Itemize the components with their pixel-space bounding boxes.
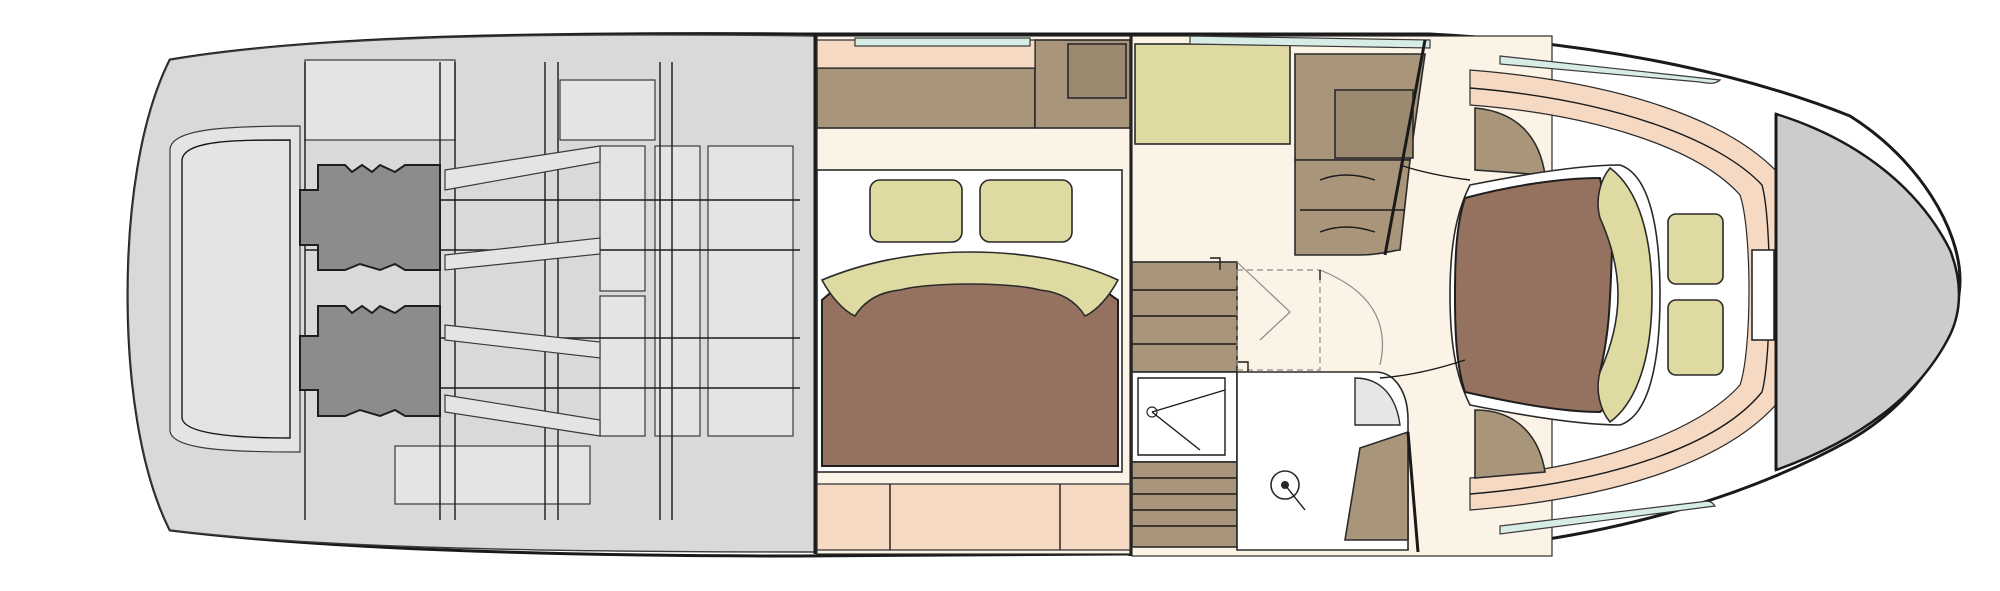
bathroom-floor — [1131, 461, 1238, 548]
galley-cabinet-inner — [1334, 89, 1414, 159]
engine-starboard — [299, 163, 441, 272]
forward-pillow-bottom — [1667, 299, 1724, 376]
companionway-stairs — [1131, 261, 1238, 373]
strut — [444, 145, 601, 191]
deck-panel — [304, 59, 456, 141]
bow-anchor-locker — [1774, 112, 1961, 472]
pillow-right — [979, 179, 1073, 243]
saloon-curve — [1379, 359, 1466, 379]
bed-cover — [820, 251, 1120, 318]
strut — [444, 237, 601, 271]
vip-bed-cover — [1597, 166, 1653, 424]
door-swing — [1236, 269, 1321, 371]
vip-bed-mattress — [1453, 176, 1614, 414]
stern-seat — [169, 125, 301, 453]
wardrobe-aft — [816, 67, 1036, 129]
partition-line — [1406, 431, 1420, 553]
door-handle — [1238, 361, 1249, 372]
galley-counter — [1134, 43, 1291, 145]
shower-tray — [1137, 377, 1226, 456]
shower-slope — [1151, 389, 1226, 413]
deck-panel — [599, 145, 646, 292]
deck-panel — [707, 145, 794, 437]
deck-panel — [394, 445, 591, 505]
forward-window — [1499, 500, 1717, 535]
wardrobe-top-inner — [1067, 43, 1127, 99]
shower-cubicle — [1131, 371, 1238, 463]
deck-panel — [654, 145, 701, 437]
toilet-pipe — [1284, 484, 1306, 511]
saloon-curve — [1399, 164, 1471, 181]
galley-window — [1189, 35, 1431, 49]
forward-side-cabinet — [1474, 409, 1546, 479]
pillow-left — [869, 179, 963, 243]
stern-seat-inner — [181, 139, 291, 439]
cabin-bottom-bench — [816, 483, 1131, 551]
window-aft — [854, 37, 1031, 47]
forward-pillow-top — [1667, 213, 1724, 285]
hull-center-strip — [1751, 249, 1775, 341]
strut — [444, 394, 601, 437]
door-swing-arc — [1236, 261, 1291, 341]
toilet-cabinet — [1344, 430, 1409, 541]
washbasin — [1354, 377, 1401, 426]
door-handle — [1210, 257, 1221, 270]
engine-port — [299, 304, 441, 418]
drawer-handle — [1319, 174, 1376, 181]
strut — [444, 324, 601, 359]
drawer-handle — [1319, 226, 1376, 233]
door-swing-arc — [1319, 269, 1384, 366]
deck-panel — [559, 79, 656, 141]
partition-line — [1383, 39, 1427, 256]
deck-panel — [599, 295, 646, 437]
forward-window — [1499, 55, 1722, 84]
shower-slope — [1151, 411, 1201, 451]
